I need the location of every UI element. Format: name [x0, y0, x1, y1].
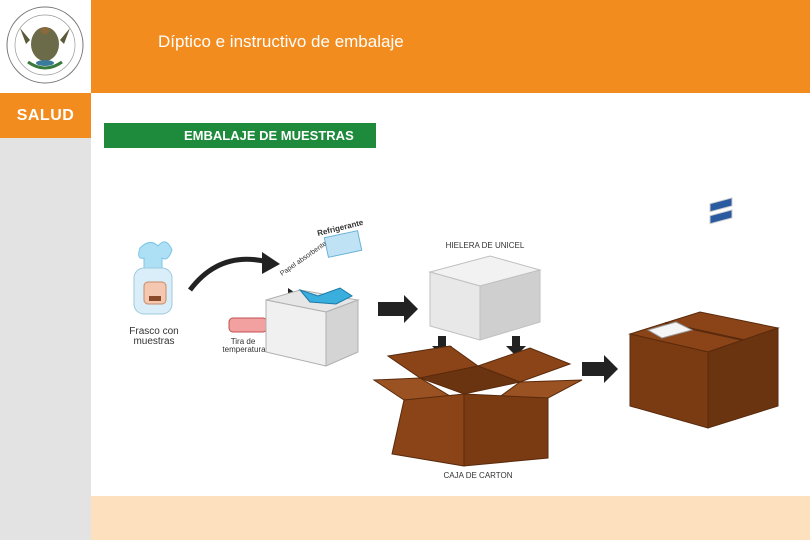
- unicel-cooler: [428, 255, 542, 341]
- cooler-label: HIELERA DE UNICEL: [446, 241, 525, 250]
- mexico-seal-icon: [6, 6, 84, 84]
- curved-arrow-icon: [188, 256, 269, 292]
- cardboard-label: CAJA DE CARTON: [443, 471, 512, 480]
- strip-label-2: temperatura: [222, 345, 266, 354]
- shipping-label: [709, 209, 733, 225]
- coolant-pack: [323, 230, 363, 258]
- salud-logo: SALUD: [0, 93, 91, 138]
- absorbent-paper-label: Papel absorbente: [279, 240, 328, 277]
- shipping-label: [709, 197, 733, 213]
- footer-bar: [91, 496, 810, 540]
- sample-jar: [133, 241, 173, 315]
- right-arrow-icon: [582, 355, 618, 383]
- section-banner: EMBALAJE DE MUESTRAS: [104, 123, 376, 148]
- closed-cardboard-box: [628, 197, 780, 429]
- seal-area: [0, 0, 91, 93]
- jar-label-1: Frasco con: [129, 326, 178, 337]
- right-arrow-icon: [378, 295, 418, 323]
- arrow-head-icon: [262, 252, 280, 274]
- page-title: Díptico e instructivo de embalaje: [158, 32, 404, 51]
- open-unicel-box: [265, 287, 360, 367]
- temperature-strip: [228, 317, 268, 333]
- jar-label-2: muestras: [133, 336, 174, 347]
- open-cardboard-box: [372, 345, 583, 467]
- header-bar: [91, 0, 810, 93]
- strip-label-1: Tira de: [231, 337, 256, 346]
